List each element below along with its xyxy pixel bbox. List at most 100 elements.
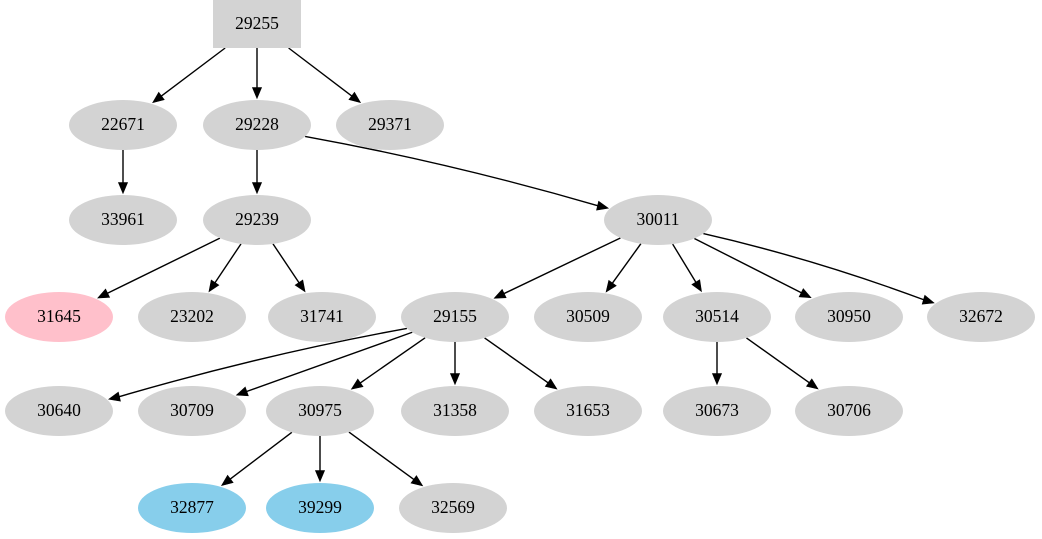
edge-30011-32672 — [703, 232, 935, 305]
node-shape-39299[interactable] — [266, 483, 374, 533]
edge-arrowhead — [107, 391, 121, 402]
edge-arrowhead — [605, 279, 617, 293]
node-29371[interactable]: 29371 — [336, 100, 444, 150]
edge-arrowhead — [348, 91, 362, 104]
node-22671[interactable]: 22671 — [69, 100, 177, 150]
node-30975[interactable]: 30975 — [266, 386, 374, 436]
node-shape-29228[interactable] — [203, 100, 311, 150]
edge-arrowhead — [711, 373, 723, 386]
edge-29255-29228 — [251, 48, 263, 100]
edge-30975-32569 — [348, 431, 424, 487]
edge-22671-33961 — [117, 150, 129, 195]
node-shape-32672[interactable] — [927, 292, 1035, 342]
node-shape-22671[interactable] — [69, 100, 177, 150]
edge-29155-30709 — [235, 331, 413, 397]
edge-arrowhead — [691, 279, 702, 293]
edge-29255-22671 — [152, 47, 226, 104]
edge-29155-30975 — [350, 337, 426, 390]
edge-arrowhead — [117, 182, 129, 195]
node-32569[interactable]: 32569 — [399, 483, 507, 533]
edge-arrowhead — [493, 288, 507, 299]
node-30509[interactable]: 30509 — [534, 292, 642, 342]
node-33961[interactable]: 33961 — [69, 195, 177, 245]
edge-arrowhead — [314, 470, 326, 483]
node-30706[interactable]: 30706 — [795, 386, 903, 436]
edge-arrowhead — [449, 373, 461, 386]
node-shape-30706[interactable] — [795, 386, 903, 436]
edge-30011-29155 — [493, 237, 621, 299]
edge-arrowhead — [152, 91, 165, 104]
edge-30975-32877 — [220, 431, 293, 487]
node-shape-30011[interactable] — [604, 195, 712, 245]
node-shape-33961[interactable] — [69, 195, 177, 245]
node-shape-31653[interactable] — [534, 386, 642, 436]
node-30011[interactable]: 30011 — [604, 195, 712, 245]
node-shape-23202[interactable] — [138, 292, 246, 342]
node-shape-29255[interactable] — [213, 0, 301, 48]
edge-29228-29239 — [251, 150, 263, 195]
edge-arrowhead — [220, 474, 234, 487]
node-shape-32569[interactable] — [399, 483, 507, 533]
node-30514[interactable]: 30514 — [663, 292, 771, 342]
edge-30975-39299 — [314, 436, 326, 483]
node-shape-31645[interactable] — [5, 292, 113, 342]
node-31741[interactable]: 31741 — [268, 292, 376, 342]
node-29255[interactable]: 29255 — [213, 0, 301, 48]
node-23202[interactable]: 23202 — [138, 292, 246, 342]
edge-30011-30950 — [694, 237, 812, 299]
edge-29239-31741 — [272, 243, 306, 293]
node-29239[interactable]: 29239 — [203, 195, 311, 245]
edge-arrowhead — [251, 87, 263, 100]
node-shape-30709[interactable] — [138, 386, 246, 436]
node-shape-30640[interactable] — [5, 386, 113, 436]
edge-arrowhead — [208, 279, 220, 293]
node-shape-29155[interactable] — [401, 292, 509, 342]
edge-30514-30673 — [711, 342, 723, 386]
node-shape-32877[interactable] — [138, 483, 246, 533]
edge-30514-30706 — [746, 337, 819, 390]
edge-arrowhead — [350, 378, 364, 390]
edge-arrowhead — [596, 200, 610, 211]
edges-layer — [97, 47, 935, 487]
node-32877[interactable]: 32877 — [138, 483, 246, 533]
edge-arrowhead — [294, 279, 306, 293]
node-shape-31358[interactable] — [401, 386, 509, 436]
node-shape-30673[interactable] — [663, 386, 771, 436]
edge-29155-30640 — [107, 327, 408, 402]
node-shape-30509[interactable] — [534, 292, 642, 342]
edge-29155-31653 — [484, 337, 558, 390]
edge-arrowhead — [410, 475, 424, 487]
node-shape-30514[interactable] — [663, 292, 771, 342]
node-shape-30975[interactable] — [266, 386, 374, 436]
edge-29255-29371 — [288, 47, 362, 104]
node-30640[interactable]: 30640 — [5, 386, 113, 436]
edge-29239-31645 — [97, 237, 221, 299]
node-30673[interactable]: 30673 — [663, 386, 771, 436]
node-shape-29371[interactable] — [336, 100, 444, 150]
edge-arrowhead — [97, 288, 111, 299]
edge-30011-30509 — [605, 243, 642, 293]
edge-29228-30011 — [304, 135, 610, 211]
edge-29239-23202 — [208, 243, 242, 293]
nodes-layer: 29255 22671 29228 29371 33961 29239 30011 31645… — [5, 0, 1035, 533]
node-30950[interactable]: 30950 — [795, 292, 903, 342]
node-shape-29239[interactable] — [203, 195, 311, 245]
node-29228[interactable]: 29228 — [203, 100, 311, 150]
edge-30011-30514 — [672, 243, 702, 293]
node-39299[interactable]: 39299 — [266, 483, 374, 533]
edge-arrowhead — [921, 294, 935, 305]
node-31358[interactable]: 31358 — [401, 386, 509, 436]
edge-arrowhead — [251, 182, 263, 195]
edge-arrowhead — [235, 386, 249, 397]
node-29155[interactable]: 29155 — [401, 292, 509, 342]
node-shape-31741[interactable] — [268, 292, 376, 342]
node-shape-30950[interactable] — [795, 292, 903, 342]
node-32672[interactable]: 32672 — [927, 292, 1035, 342]
node-30709[interactable]: 30709 — [138, 386, 246, 436]
edge-arrowhead — [805, 378, 819, 390]
edge-29155-31358 — [449, 342, 461, 386]
node-31653[interactable]: 31653 — [534, 386, 642, 436]
node-31645[interactable]: 31645 — [5, 292, 113, 342]
